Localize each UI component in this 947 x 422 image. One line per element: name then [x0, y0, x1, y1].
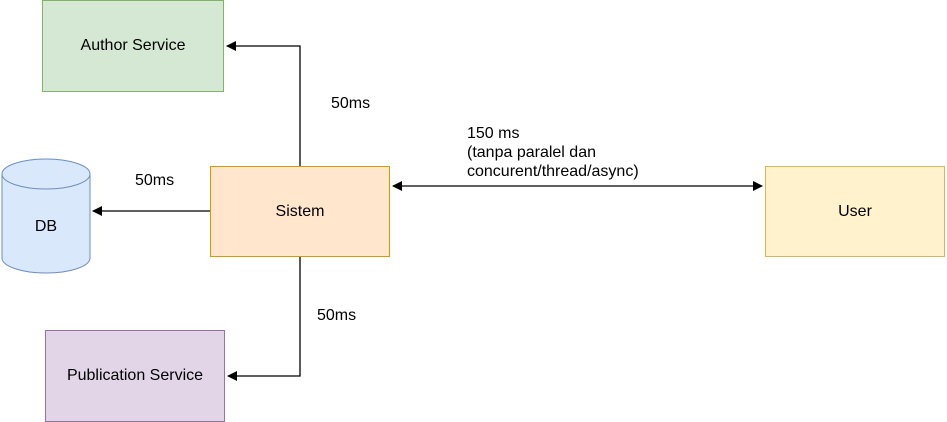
author-service-node: Author Service: [42, 0, 224, 92]
user-latency-line-2: (tanpa paralel dan: [467, 144, 596, 161]
user-latency-line-1: 150 ms: [467, 125, 520, 142]
db-label: DB: [34, 218, 58, 235]
edge-label-user-latency: 150 ms (tanpa paralel dan concurent/thre…: [467, 124, 639, 181]
edge-label-db-latency: 50ms: [135, 172, 175, 189]
edge-sistem-author: [226, 41, 301, 166]
author-service-label: Author Service: [80, 37, 186, 54]
sistem-node: Sistem: [210, 166, 390, 257]
user-label: User: [838, 202, 872, 220]
db-cylinder: [1, 158, 91, 274]
db-cylinder-top: [1, 158, 91, 190]
user-latency-line-3: concurent/thread/async): [467, 163, 639, 180]
edge-label-publication-latency: 50ms: [317, 307, 357, 324]
user-node: User: [765, 166, 945, 257]
publication-service-label: Publication Service: [66, 367, 204, 384]
edge-label-author-latency: 50ms: [331, 95, 371, 112]
edge-sistem-publication: [227, 257, 301, 381]
db-cylinder-body: [1, 174, 91, 274]
sistem-label: Sistem: [275, 202, 325, 220]
publication-service-node: Publication Service: [45, 330, 225, 422]
